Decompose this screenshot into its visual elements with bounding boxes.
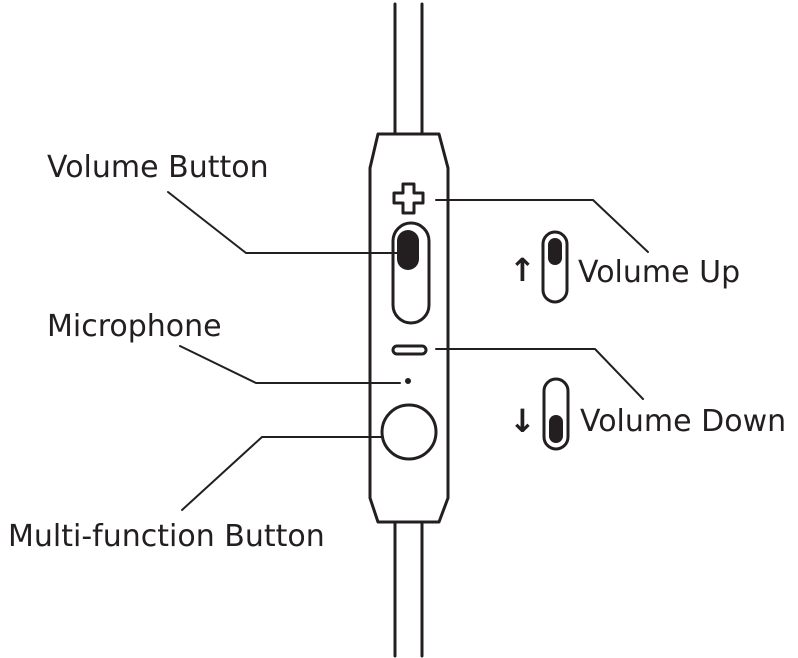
leader-volume-up	[435, 199, 649, 253]
label-volume-button: Volume Button	[47, 150, 269, 185]
remote-body	[368, 132, 450, 524]
rocker-up-knob	[548, 238, 562, 265]
rocker-up-icon	[541, 230, 569, 304]
leader-volume-button	[167, 191, 406, 254]
rocker-down-knob	[549, 415, 563, 443]
multifunction-button[interactable]	[380, 403, 438, 461]
up-arrow-icon: ↑	[509, 251, 536, 289]
volume-down-legend: ↓ Volume Down	[509, 377, 786, 451]
microphone-hole	[405, 378, 411, 384]
volume-rocker[interactable]	[391, 221, 431, 325]
down-arrow-icon: ↓	[509, 402, 536, 440]
label-volume-down: Volume Down	[580, 404, 786, 439]
rocker-down-icon	[542, 377, 570, 451]
leader-volume-down	[435, 348, 644, 400]
leader-multifunction-button	[181, 436, 384, 511]
volume-rocker-knob	[397, 230, 419, 270]
cable-bottom	[393, 520, 424, 658]
leader-microphone	[179, 345, 401, 384]
cable-top	[393, 2, 424, 136]
label-microphone: Microphone	[47, 309, 222, 344]
label-multifunction-button: Multi-function Button	[8, 519, 325, 554]
label-volume-up: Volume Up	[578, 255, 740, 290]
minus-icon	[391, 344, 428, 356]
plus-icon	[392, 182, 425, 215]
volume-up-legend: ↑ Volume Up	[509, 230, 740, 304]
